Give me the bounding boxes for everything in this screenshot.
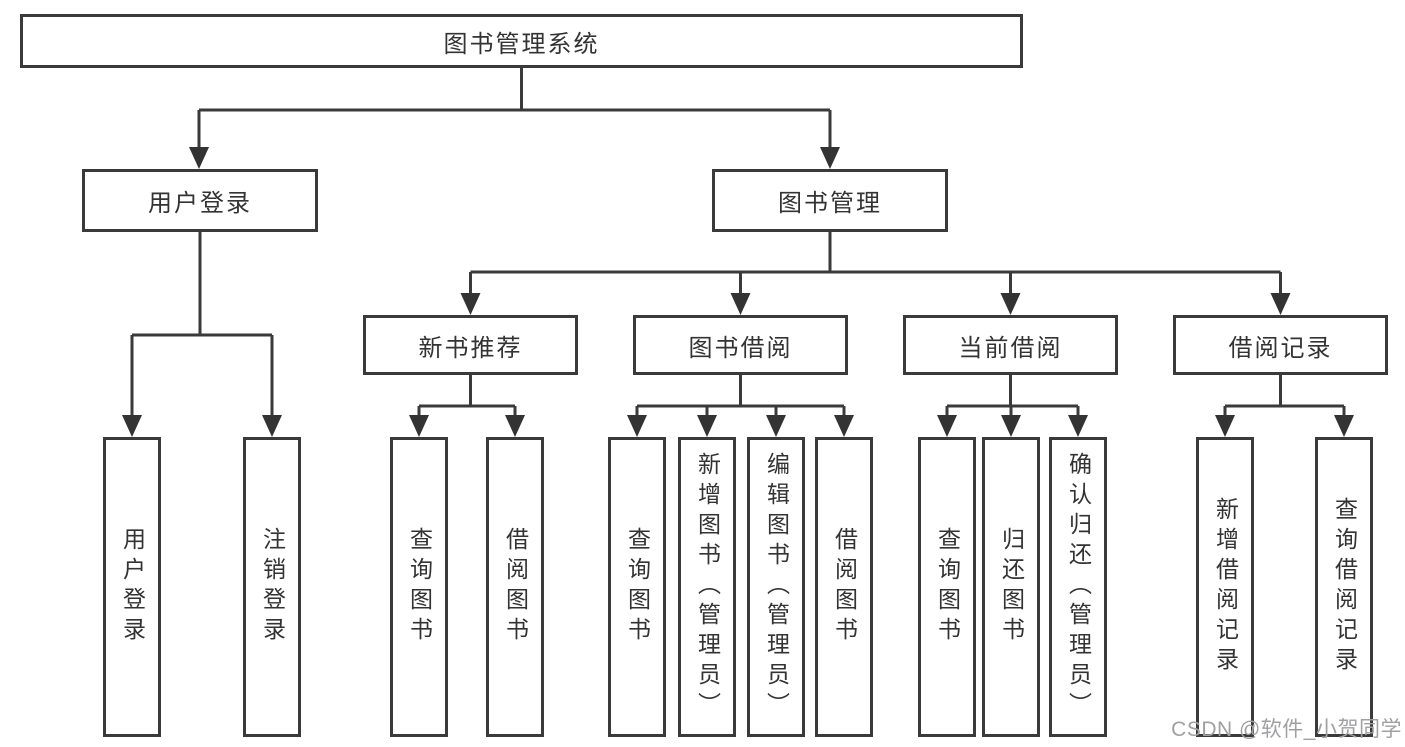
arrow-down-icon	[1001, 415, 1021, 437]
node-current-borrowing: 当前借阅	[903, 315, 1118, 375]
leaf-current-return-books: 归还图书	[982, 437, 1040, 737]
leaf-borrow-borrow-books-label: 借阅图书	[831, 527, 858, 647]
arrow-down-icon	[834, 415, 854, 437]
leaf-current-return-books-label: 归还图书	[998, 527, 1025, 647]
csdn-watermark: CSDN @软件_小贺同学	[1171, 718, 1402, 741]
leaf-user-login: 用户登录	[103, 437, 161, 737]
arrow-down-icon	[730, 293, 751, 315]
node-borrowing-records: 借阅记录	[1173, 315, 1388, 375]
node-user-login: 用户登录	[82, 169, 318, 232]
node-root-system: 图书管理系统	[20, 14, 1023, 68]
leaf-recommend-borrow-books: 借阅图书	[486, 437, 544, 737]
leaf-current-query-books: 查询图书	[918, 437, 976, 737]
node-book-borrowing-label: 图书借阅	[688, 334, 793, 362]
node-borrowing-records-label: 借阅记录	[1228, 334, 1333, 362]
arrow-down-icon	[1000, 293, 1021, 315]
arrow-down-icon	[627, 415, 647, 437]
leaf-logout: 注销登录	[243, 437, 301, 737]
arrow-down-icon	[409, 415, 429, 437]
node-book-borrowing: 图书借阅	[633, 315, 848, 375]
leaf-recommend-borrow-books-label: 借阅图书	[502, 527, 529, 647]
connector-records-to-leaves	[1223, 375, 1346, 419]
arrow-down-icon	[766, 415, 786, 437]
arrow-down-icon	[1270, 293, 1291, 315]
leaf-recommend-query-books-label: 查询图书	[406, 527, 433, 647]
connector-bookmgmt-to-level3	[469, 232, 1282, 297]
leaf-current-confirm-return-admin: 确认归还（管理员）	[1049, 437, 1107, 737]
leaf-logout-label: 注销登录	[259, 527, 286, 647]
leaf-borrow-query-books: 查询图书	[608, 437, 666, 737]
leaf-borrow-borrow-books: 借阅图书	[815, 437, 873, 737]
arrow-down-icon	[460, 293, 481, 315]
leaf-borrow-query-books-label: 查询图书	[624, 527, 651, 647]
connector-userlogin-to-leaves	[130, 232, 274, 419]
arrow-down-icon	[1334, 415, 1354, 437]
node-new-book-recommend: 新书推荐	[363, 315, 578, 375]
leaf-records-query-record-label: 查询借阅记录	[1331, 497, 1358, 677]
leaf-records-add-record-label: 新增借阅记录	[1212, 497, 1239, 677]
connector-current-to-leaves	[945, 375, 1080, 419]
arrow-down-icon	[1215, 415, 1235, 437]
arrow-down-icon	[1068, 415, 1088, 437]
node-root-label: 图书管理系统	[443, 30, 600, 58]
arrow-down-icon	[697, 415, 717, 437]
leaf-recommend-query-books: 查询图书	[390, 437, 448, 737]
connector-borrow-to-leaves	[635, 375, 846, 419]
arrow-down-icon	[937, 415, 957, 437]
leaf-records-query-record: 查询借阅记录	[1315, 437, 1373, 737]
arrow-down-icon	[505, 415, 525, 437]
node-user-login-label: 用户登录	[148, 190, 252, 217]
leaf-borrow-edit-books-admin-label: 编辑图书（管理员）	[763, 452, 790, 722]
node-current-borrowing-label: 当前借阅	[958, 334, 1063, 362]
node-book-management: 图书管理	[712, 169, 948, 232]
leaf-current-confirm-return-admin-label: 确认归还（管理员）	[1065, 452, 1092, 722]
leaf-borrow-add-books-admin: 新增图书（管理员）	[678, 437, 736, 737]
leaf-borrow-add-books-admin-label: 新增图书（管理员）	[694, 452, 721, 722]
arrow-down-icon	[820, 147, 840, 169]
leaf-borrow-edit-books-admin: 编辑图书（管理员）	[747, 437, 805, 737]
leaf-current-query-books-label: 查询图书	[934, 527, 961, 647]
leaf-records-add-record: 新增借阅记录	[1196, 437, 1254, 737]
arrow-down-icon	[122, 415, 142, 437]
arrow-down-icon	[262, 415, 282, 437]
node-new-book-recommend-label: 新书推荐	[418, 334, 523, 362]
leaf-user-login-label: 用户登录	[119, 527, 146, 647]
connector-recommend-to-leaves	[417, 375, 517, 419]
connector-root-to-level2	[197, 68, 832, 151]
arrow-down-icon	[189, 147, 209, 169]
node-book-management-label: 图书管理	[778, 190, 882, 217]
